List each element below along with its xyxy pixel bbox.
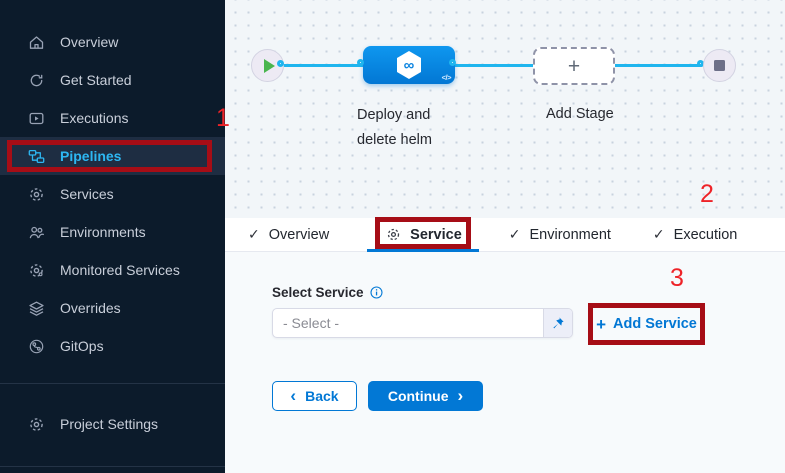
annotation-number-2: 2 (700, 180, 714, 208)
sidebar-nav: Overview Get Started Executions Pipeline… (0, 0, 225, 467)
plus-icon: + (567, 54, 581, 78)
sidebar-item-executions[interactable]: Executions (0, 99, 225, 137)
add-stage-label: Add Stage (546, 106, 614, 122)
service-select-dropdown[interactable]: - Select - (272, 308, 573, 338)
continue-button[interactable]: Continue › (368, 381, 483, 411)
connector-dot[interactable] (697, 60, 704, 67)
sidebar-item-overview[interactable]: Overview (0, 23, 225, 61)
gear-icon (386, 227, 401, 242)
check-icon: ✓ (652, 226, 665, 242)
pipeline-canvas[interactable]: ∞ </> + Deploy and delete helm Add Stage… (225, 0, 785, 218)
svg-text:∞: ∞ (404, 57, 415, 74)
service-tab-panel: Select Service - Select - + Add Service … (225, 252, 785, 473)
stage-node-deploy-and-delete-helm[interactable]: ∞ </> (363, 46, 455, 84)
gear-icon (28, 416, 45, 433)
sidebar-item-gitops[interactable]: GitOps (0, 327, 225, 365)
stage-config-tabbar: ✓ Overview Service ✓ Environment ✓ Execu… (225, 216, 785, 252)
sidebar-item-get-started[interactable]: Get Started (0, 61, 225, 99)
sidebar-item-label: Environments (60, 224, 146, 240)
annotation-number-1: 1 (216, 104, 230, 132)
info-icon[interactable] (370, 286, 383, 299)
play-icon (264, 58, 275, 73)
sidebar-item-label: Project Settings (60, 416, 159, 432)
sidebar: Overview Get Started Executions Pipeline… (0, 0, 230, 473)
check-icon: ✓ (248, 226, 260, 242)
annotation-box-step3: + Add Service (588, 303, 705, 345)
sidebar-item-monitored-services[interactable]: Monitored Services (0, 251, 225, 289)
sidebar-divider (0, 466, 225, 467)
connector-dot[interactable] (357, 59, 364, 66)
gear-icon (28, 186, 45, 203)
select-service-label: Select Service (272, 285, 364, 300)
check-icon: ✓ (508, 226, 521, 242)
tab-label: Execution (673, 226, 738, 243)
sidebar-item-label: Overrides (60, 300, 121, 316)
chevron-right-icon: › (457, 385, 464, 405)
active-tab-indicator (367, 248, 480, 252)
service-select-value[interactable]: - Select - (283, 315, 340, 331)
sidebar-item-pipelines[interactable]: Pipelines (0, 137, 225, 175)
pipeline-connector-line (283, 64, 703, 67)
sidebar-item-environments[interactable]: Environments (0, 213, 225, 251)
sidebar-item-label: Services (60, 186, 114, 202)
add-stage-button[interactable]: + (533, 47, 615, 85)
sidebar-item-project-settings[interactable]: Project Settings (0, 405, 225, 443)
pin-button[interactable] (543, 309, 572, 337)
stop-icon (714, 60, 725, 71)
pin-icon (553, 317, 564, 329)
sidebar-item-overrides[interactable]: Overrides (0, 289, 225, 327)
sidebar-item-label: Overview (60, 34, 119, 50)
connector-dot[interactable] (277, 60, 284, 67)
sidebar-item-label: Get Started (60, 72, 132, 88)
add-service-button[interactable]: + Add Service (596, 314, 697, 334)
sidebar-item-label: Executions (60, 110, 129, 126)
tab-label: Overview (268, 226, 330, 243)
tab-label: Environment (529, 226, 611, 243)
executions-icon (28, 110, 45, 127)
get-started-icon (28, 72, 45, 89)
home-icon (28, 34, 45, 51)
tab-environment[interactable]: ✓ Environment (509, 226, 611, 243)
tab-label: Service (410, 226, 462, 243)
tab-service[interactable]: Service (367, 216, 480, 252)
pipelines-icon (28, 148, 45, 165)
monitored-gear-icon (28, 262, 45, 279)
people-icon (28, 224, 45, 241)
select-service-label-row: Select Service (272, 285, 383, 300)
stage-name-label[interactable]: Deploy and delete helm (357, 107, 432, 148)
sidebar-item-label: Pipelines (60, 148, 122, 164)
sidebar-divider (0, 383, 225, 384)
cd-hexagon-icon: ∞ (397, 51, 421, 79)
connector-dot[interactable] (449, 59, 456, 66)
tab-execution[interactable]: ✓ Execution (653, 226, 737, 243)
sidebar-item-services[interactable]: Services (0, 175, 225, 213)
back-button[interactable]: ‹ Back (272, 381, 357, 411)
chevron-left-icon: ‹ (290, 385, 297, 405)
annotation-number-3: 3 (670, 264, 684, 292)
tab-overview[interactable]: ✓ Overview (248, 226, 329, 243)
plus-icon: + (596, 314, 607, 334)
sidebar-item-label: GitOps (60, 338, 104, 354)
sidebar-item-label: Monitored Services (60, 262, 180, 278)
code-icon[interactable]: </> (441, 73, 452, 82)
layers-icon (28, 300, 45, 317)
gitops-icon (28, 338, 45, 355)
pipeline-end-node[interactable] (703, 49, 736, 82)
